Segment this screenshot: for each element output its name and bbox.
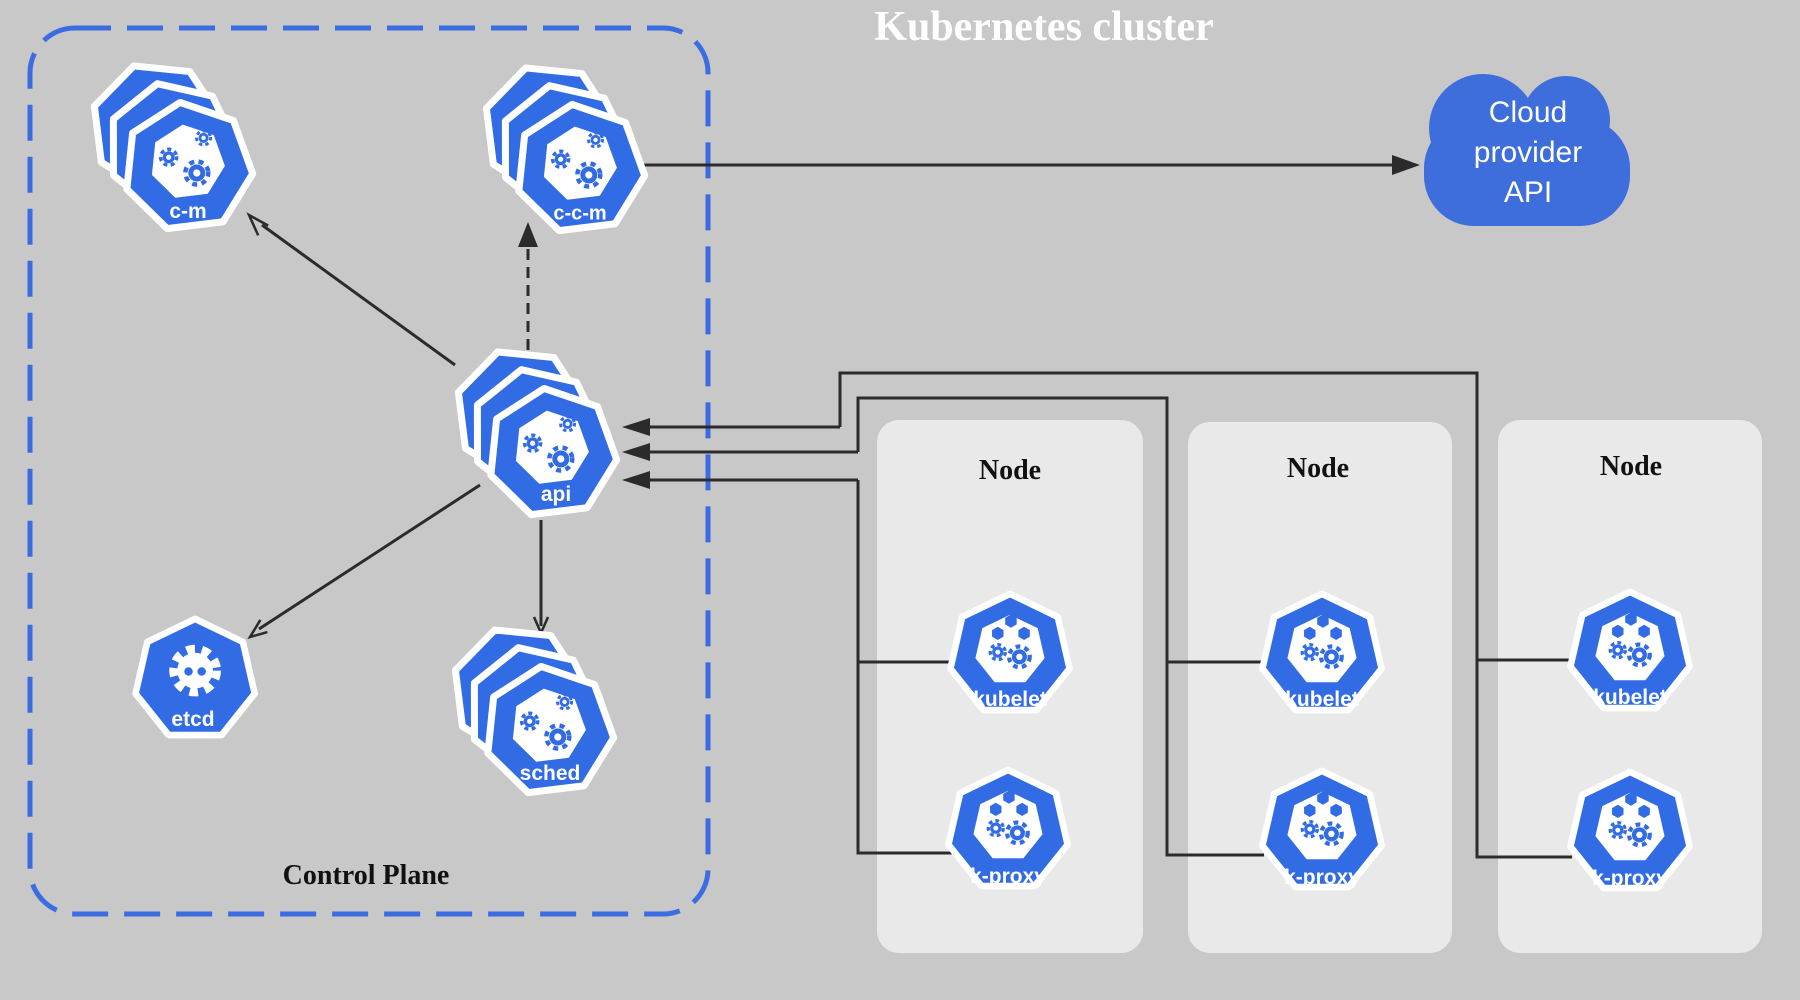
control-plane-label: Control Plane (282, 860, 450, 891)
node-to-api-arrow-tails (648, 425, 858, 482)
arrowheads (518, 155, 1420, 489)
cloud-provider-api-label: Cloud provider API (1474, 93, 1582, 213)
sched-label: sched (519, 762, 581, 785)
diagram-title: Kubernetes cluster (874, 4, 1214, 50)
arrowhead-api-3 (622, 471, 650, 489)
connector-lines (246, 163, 1572, 859)
control-plane-box (27, 25, 711, 917)
arrowhead-api-1 (622, 418, 650, 436)
cloud-label-line1: Cloud (1488, 96, 1568, 129)
api-to-etcd-line (258, 483, 481, 631)
node3-label: Node (1599, 451, 1663, 482)
node2-label: Node (1286, 453, 1350, 484)
node2-bus (856, 396, 1264, 857)
node1-kubelet-label: kubelet (973, 688, 1047, 711)
cm-hexagon-stack (74, 44, 258, 233)
node3-kubelet-label: kubelet (1593, 686, 1667, 709)
open-arrowhead-etcd (247, 619, 268, 640)
node1-bus (856, 480, 952, 855)
node3-kproxy-label: k-proxy (1592, 867, 1668, 890)
cm-label: c-m (169, 200, 207, 223)
arrowhead-api-2 (622, 443, 650, 461)
open-arrowhead-cm (246, 212, 269, 236)
node2-kubelet-label: kubelet (1285, 688, 1359, 711)
arrowhead-cloud (1392, 155, 1420, 175)
ccm-label: c-c-m (553, 202, 607, 225)
api-label: api (540, 483, 572, 506)
etcd-label: etcd (171, 708, 215, 731)
node3-bus (838, 371, 1572, 859)
cloud-label-line2: provider (1473, 136, 1583, 169)
node1-label: Node (978, 455, 1042, 486)
node2-kproxy-label: k-proxy (1284, 866, 1360, 889)
node1-kproxy-label: k-proxy (970, 865, 1046, 888)
arrowhead-ccm (518, 222, 538, 247)
api-hexagon-stack (438, 330, 622, 519)
api-to-cm-line (261, 223, 456, 367)
cloud-provider-shape (1424, 74, 1630, 226)
cloud-label-line3: API (1503, 176, 1553, 209)
